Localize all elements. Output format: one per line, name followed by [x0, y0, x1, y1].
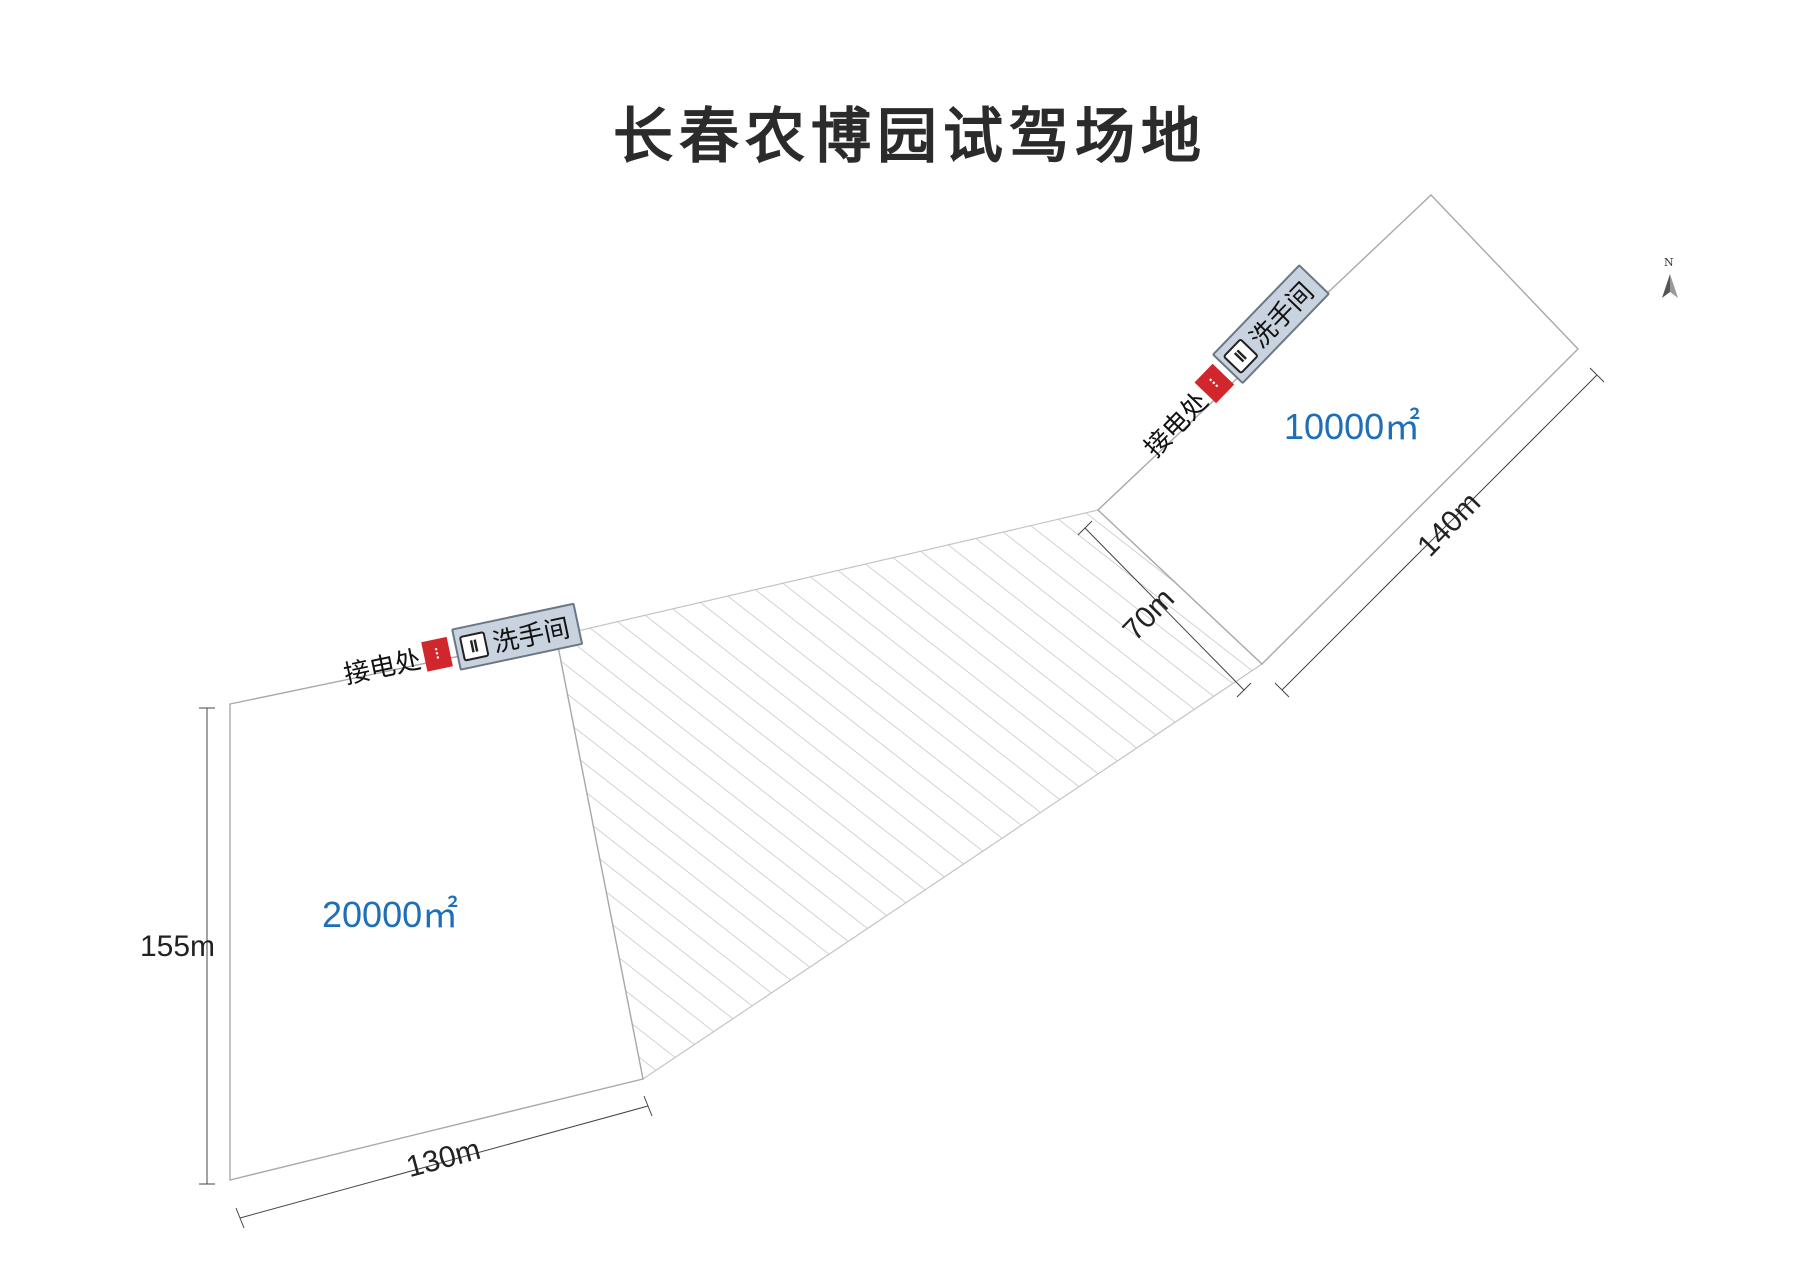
restroom-icon: ǁ [1222, 337, 1259, 375]
page-title: 长春农博园试驾场地 [613, 102, 1207, 172]
dimension-left-line [199, 707, 215, 1185]
dimension-left-label: 155m [140, 930, 216, 963]
north-arrow-icon [1662, 274, 1678, 298]
restroom-icon: ǁ [458, 630, 490, 662]
large-zone-area: 20000㎡ [322, 894, 459, 935]
power-socket-icon: ⫶ [421, 636, 453, 672]
north-label: N [1664, 256, 1674, 269]
dimension-small-zone-line [1274, 367, 1605, 698]
dimension-bottom-line [235, 1095, 653, 1229]
dimension-connector-line [1077, 520, 1252, 698]
small-zone-area: 10000㎡ [1284, 406, 1421, 447]
